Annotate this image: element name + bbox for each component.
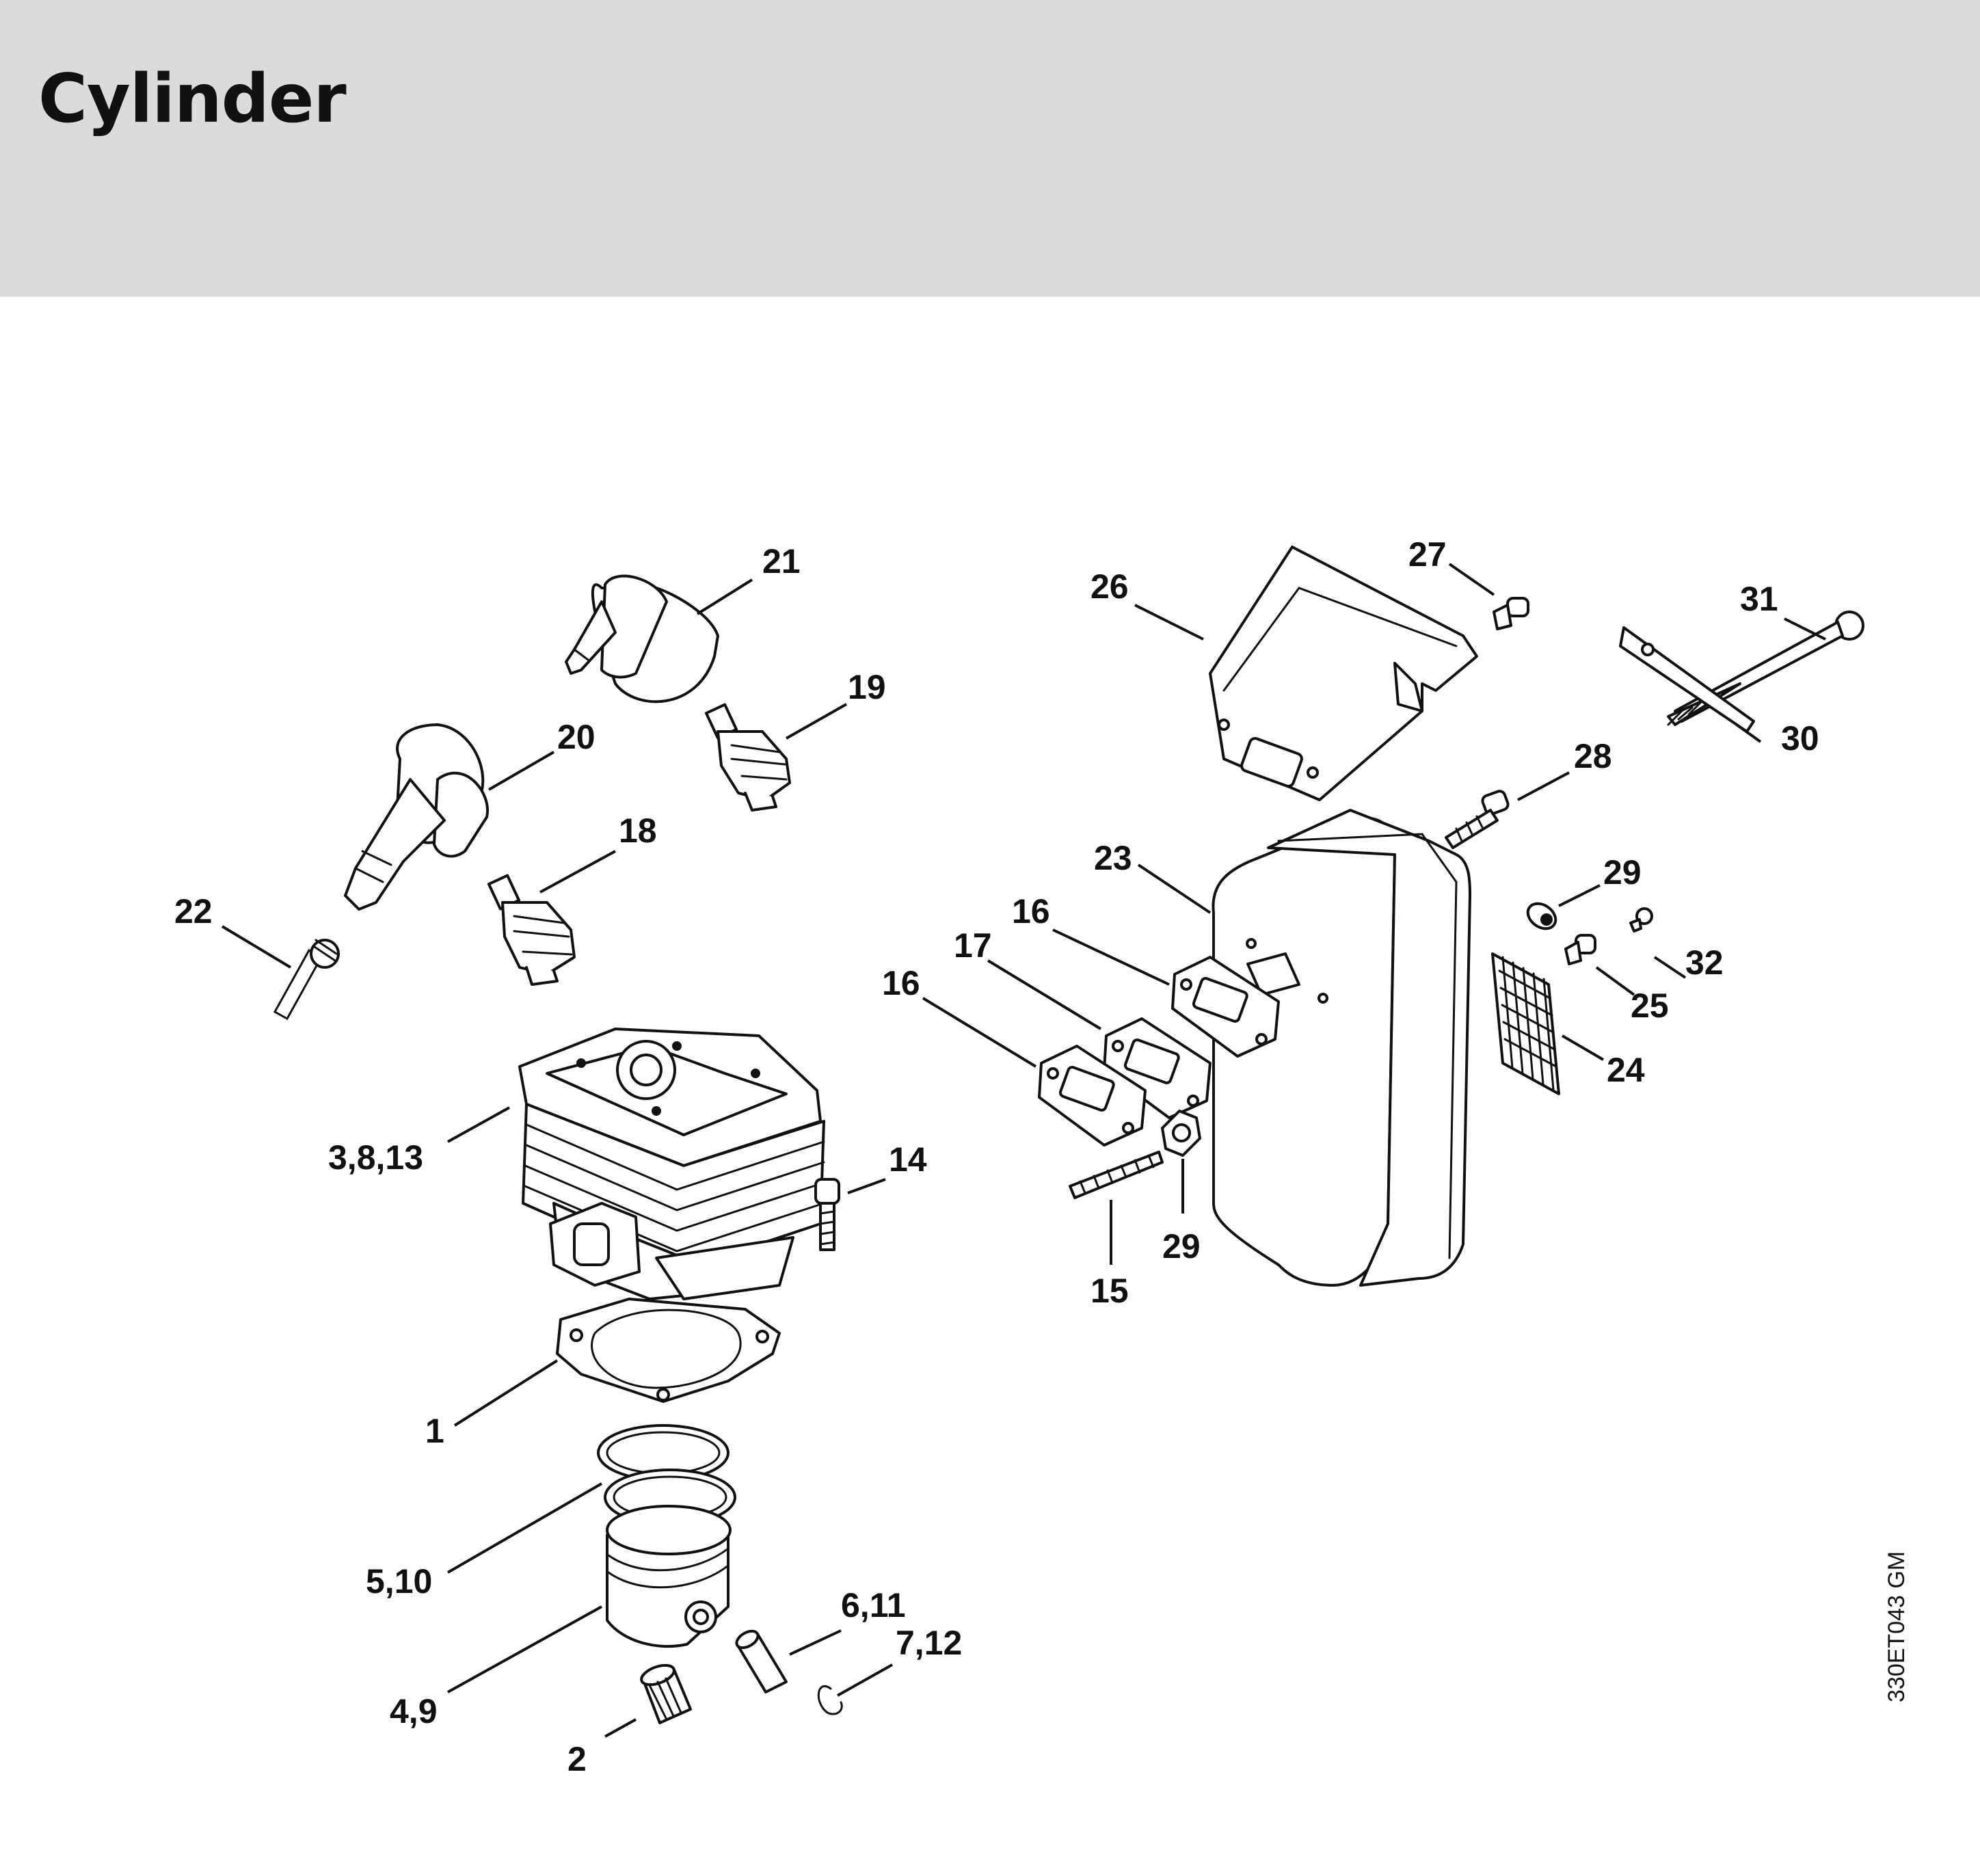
callout-27: 27: [1408, 535, 1447, 574]
spark-plug-boot-part-20: [344, 723, 490, 911]
callout-17: 17: [954, 926, 992, 965]
callout-25: 25: [1631, 987, 1669, 1025]
spark-arrestor-screen-part-24: [1491, 952, 1560, 1095]
stud-part-15: [1069, 1151, 1164, 1199]
muffler-part-23: [1212, 809, 1471, 1287]
spark-plug-part-19: [704, 703, 791, 812]
piston-rings-part-5-10: [597, 1424, 736, 1526]
callout-20: 20: [557, 718, 596, 756]
screw-part-25: [1564, 934, 1596, 965]
callout-3-8-13: 3,8,13: [328, 1138, 423, 1177]
exhaust-gasket-part-16-lower: [1038, 1045, 1147, 1147]
piston-pin-part-6-11: [735, 1629, 788, 1693]
long-bolt-part-31: [1667, 611, 1864, 726]
callout-31: 31: [1740, 580, 1778, 618]
circlip-part-7-12: [817, 1685, 843, 1715]
callout-19: 19: [848, 668, 886, 706]
callout-5-10: 5,10: [366, 1562, 432, 1600]
callout-7-12: 7,12: [896, 1624, 962, 1662]
callout-16-lower: 16: [882, 964, 920, 1002]
callout-23: 23: [1094, 839, 1132, 877]
nut-part-29-upper: [1526, 902, 1557, 930]
callout-32: 32: [1685, 943, 1724, 982]
callout-28: 28: [1574, 737, 1612, 775]
leader-lines: [221, 563, 1826, 1738]
callout-16-upper: 16: [1012, 892, 1050, 930]
callout-29-upper: 29: [1603, 853, 1642, 892]
callout-18: 18: [619, 812, 657, 850]
callout-6-11: 6,11: [841, 1586, 906, 1624]
nut-part-29-lower: [1161, 1110, 1201, 1157]
heat-shield-part-26: [1209, 546, 1478, 801]
callout-29-lower: 29: [1162, 1227, 1201, 1265]
cylinder-gasket-part-1: [556, 1298, 781, 1403]
spring-clip-part-22: [273, 939, 340, 1021]
header-bar: Cylinder: [0, 0, 1980, 297]
exhaust-gasket-part-16-upper: [1171, 956, 1280, 1058]
screw-part-32: [1629, 907, 1653, 933]
piston-part-4-9: [606, 1505, 732, 1648]
spark-plug-part-18: [487, 874, 576, 986]
callout-4-9: 4,9: [390, 1692, 438, 1730]
needle-cage-part-2: [640, 1663, 692, 1724]
callout-15: 15: [1091, 1272, 1129, 1310]
screw-part-27: [1493, 597, 1529, 630]
callout-26: 26: [1091, 567, 1129, 606]
callout-2: 2: [567, 1740, 587, 1778]
screw-part-14: [814, 1178, 840, 1251]
callout-14: 14: [889, 1140, 927, 1179]
page-title: Cylinder: [38, 60, 347, 138]
callout-30: 30: [1781, 719, 1819, 758]
spark-plug-boot-part-21: [565, 574, 719, 704]
callout-24: 24: [1607, 1051, 1645, 1089]
callout-21: 21: [762, 542, 801, 580]
screw-part-28: [1445, 790, 1510, 849]
diagram-reference-code: 330ET043 GM: [1884, 1551, 1910, 1702]
cylinder-part-3-8-13: [518, 1028, 825, 1300]
callout-1: 1: [425, 1412, 444, 1450]
callout-22: 22: [174, 892, 213, 930]
